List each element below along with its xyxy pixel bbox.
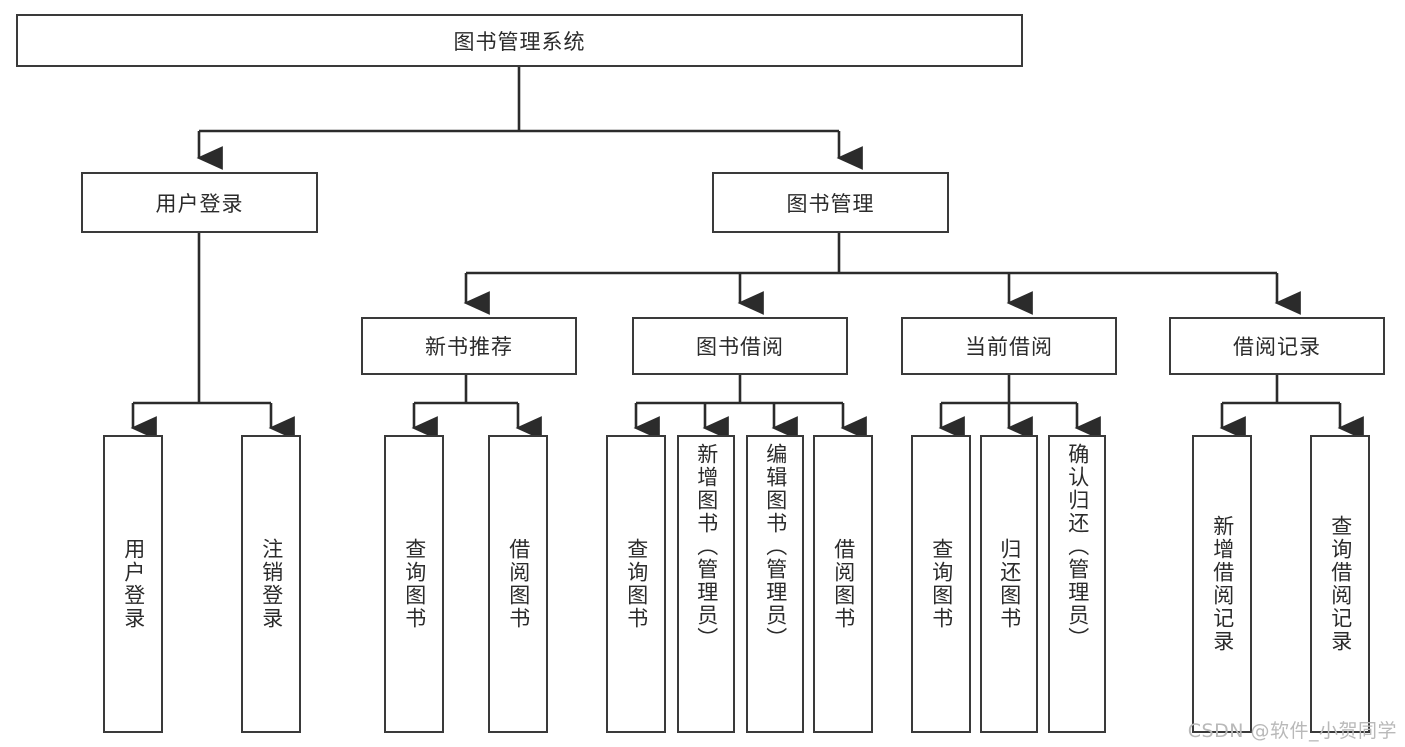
node-label: 注销登录 [259,538,284,630]
node-leaf-add-book[interactable]: 新增图书（管理员） [677,435,735,733]
node-label: 借阅图书 [506,538,531,630]
node-current-borrow[interactable]: 当前借阅 [901,317,1117,375]
node-leaf-query-book-3[interactable]: 查询图书 [911,435,971,733]
node-label: 当前借阅 [965,335,1053,359]
node-leaf-query-book-1[interactable]: 查询图书 [384,435,444,733]
node-label: 用户登录 [155,191,244,216]
node-label: 用户登录 [121,538,146,630]
node-new-book-recommend[interactable]: 新书推荐 [361,317,577,375]
node-leaf-query-record[interactable]: 查询借阅记录 [1310,435,1370,733]
node-label: 图书管理 [786,191,875,216]
node-label: 新书推荐 [425,335,513,359]
node-label: 借阅图书 [831,538,856,630]
node-label: 借阅记录 [1233,335,1321,359]
node-leaf-add-record[interactable]: 新增借阅记录 [1192,435,1252,733]
node-label: 图书管理系统 [453,29,586,54]
node-leaf-return-book[interactable]: 归还图书 [980,435,1038,733]
node-leaf-borrow-book-2[interactable]: 借阅图书 [813,435,873,733]
node-label: 确认归还（管理员） [1065,443,1090,650]
node-label: 新增图书（管理员） [694,443,719,650]
node-leaf-query-book-2[interactable]: 查询图书 [606,435,666,733]
node-user-login[interactable]: 用户登录 [81,172,318,233]
node-label: 查询图书 [624,538,649,630]
node-label: 查询图书 [402,538,427,630]
node-label: 归还图书 [997,538,1022,630]
node-leaf-borrow-book-1[interactable]: 借阅图书 [488,435,548,733]
node-label: 编辑图书（管理员） [763,443,788,650]
node-borrow-record[interactable]: 借阅记录 [1169,317,1385,375]
node-label: 图书借阅 [696,335,784,359]
node-book-management[interactable]: 图书管理 [712,172,949,233]
node-label: 查询借阅记录 [1328,515,1353,653]
node-leaf-logout-login[interactable]: 注销登录 [241,435,301,733]
node-label: 查询图书 [929,538,954,630]
node-book-borrow[interactable]: 图书借阅 [632,317,848,375]
node-leaf-edit-book[interactable]: 编辑图书（管理员） [746,435,804,733]
node-root-book-management-system[interactable]: 图书管理系统 [16,14,1023,67]
node-label: 新增借阅记录 [1210,515,1235,653]
csdn-watermark: CSDN @软件_小贺同学 [1187,720,1397,742]
node-leaf-confirm-return[interactable]: 确认归还（管理员） [1048,435,1106,733]
node-leaf-user-login[interactable]: 用户登录 [103,435,163,733]
